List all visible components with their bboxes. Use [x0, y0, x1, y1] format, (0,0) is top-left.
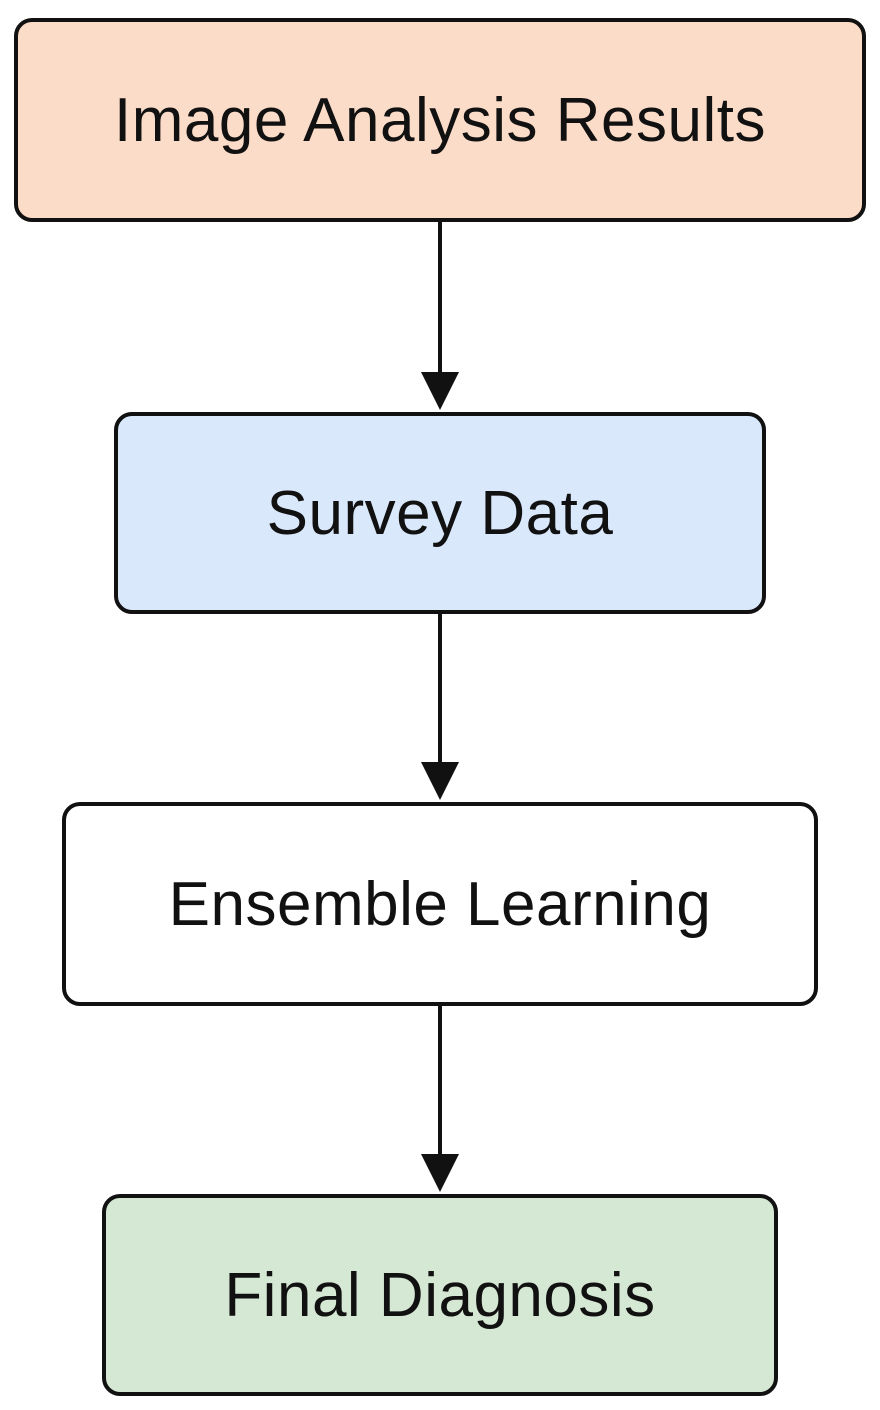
node-label: Ensemble Learning	[168, 869, 712, 939]
node-label: Image Analysis Results	[114, 85, 766, 155]
node-final-diagnosis: Final Diagnosis	[102, 1194, 778, 1396]
node-image-analysis-results: Image Analysis Results	[14, 18, 866, 222]
node-survey-data: Survey Data	[114, 412, 766, 614]
arrow-2	[421, 614, 459, 800]
arrowhead-icon	[421, 762, 459, 800]
arrow-3	[421, 1006, 459, 1192]
arrowhead-icon	[421, 1154, 459, 1192]
node-ensemble-learning: Ensemble Learning	[62, 802, 818, 1006]
node-label: Survey Data	[266, 478, 614, 548]
arrowhead-icon	[421, 372, 459, 410]
node-label: Final Diagnosis	[224, 1260, 656, 1330]
arrow-1	[421, 222, 459, 410]
